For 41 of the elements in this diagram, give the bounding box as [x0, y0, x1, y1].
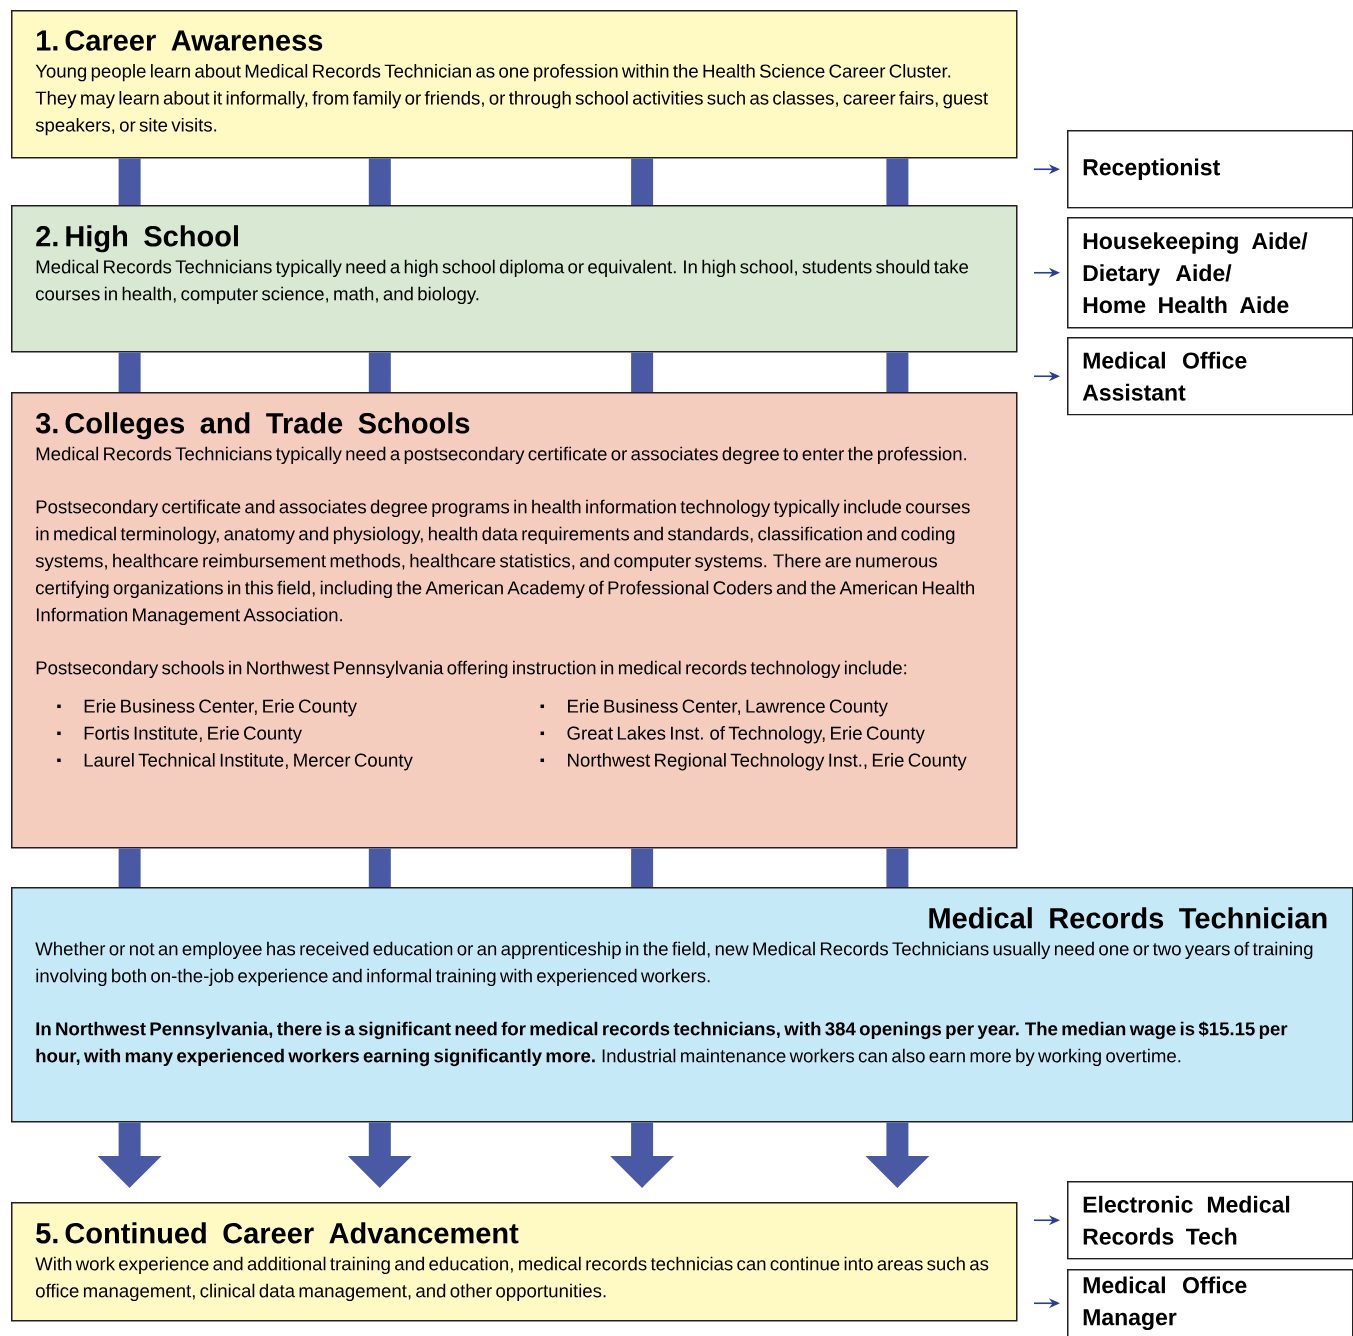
connector-bar [118, 158, 141, 205]
list-item: Erie Business Center, Lawrence County [540, 699, 888, 717]
connector-bar [368, 848, 391, 887]
stage-heading: 2. High School [36, 225, 238, 253]
connector-bar [886, 848, 909, 887]
connector-bar [118, 848, 141, 887]
connector-bar [368, 158, 391, 205]
stage-box [11, 887, 1353, 1123]
paragraph: Postsecondary certificate and associates degree programs in health information technology typically include courses in medical terminology, anatomy and physiology, health data requirements and standards, classification and coding systems, healthcare reimbursement methods, healthcare statistics, and computer systems. There are numerous certifying organizations in this field, including the American Academy of Professional Coders and the American Health Information Management Association. [35, 499, 974, 626]
stage-box [11, 1202, 1018, 1322]
paragraph: Postsecondary schools in Northwest Pennsylvania offering instruction in medical records technology include: [36, 660, 907, 679]
connector-bar [631, 848, 654, 887]
paragraph: With work experience and additional training and education, medical records technicias can continue into areas such as office management, clinical data management, and other opportunities. [35, 1256, 989, 1302]
paragraph: Whether or not an employee has received education or an apprenticeship in the field, new Medical Records Technicians usually need one or two years of training involving both on-the-job experience and informal training with experienced workers. [35, 941, 1313, 987]
role-box: Medical Office Manager [1067, 1269, 1353, 1336]
connector-bar [118, 352, 141, 392]
list-item: Great Lakes Inst. of Technology, Erie County [540, 726, 925, 744]
connector-bar [886, 158, 909, 205]
stage-heading: 5. Continued Career Advancement [36, 1222, 519, 1244]
role-box: Housekeeping Aide/ Dietary Aide/ Home Health Aide [1067, 217, 1353, 329]
stage-box [11, 10, 1018, 159]
stage-heading: 1. Career Awareness [37, 30, 323, 51]
role-box: Receptionist [1067, 130, 1353, 209]
paragraph: Medical Records Technicians typically need a high school diploma or equivalent. In high school, students should take courses in health, computer science, math, and biology. [36, 259, 969, 305]
stage-heading: 3. Colleges and Trade Schools [35, 412, 470, 440]
list-item: Erie Business Center, Erie County [57, 699, 357, 717]
connector-bar [631, 352, 654, 392]
connector-bar [631, 158, 654, 205]
paragraph: Young people learn about Medical Records Technician as one profession within the Health Science Career Cluster. They may learn about it informally, from family or friends, or through school activities such as classes, career fairs, guest speakers, or site visits. [35, 64, 988, 136]
list-item: Northwest Regional Technology Inst., Erie County [540, 753, 967, 771]
stage-box [11, 392, 1018, 849]
stage-heading: Medical Records Technician [929, 907, 1327, 929]
connector-bar [368, 352, 391, 392]
role-box: Medical Office Assistant [1067, 337, 1353, 416]
stage-box [11, 205, 1018, 353]
role-box: Electronic Medical Records Tech [1067, 1181, 1353, 1260]
list-item: Fortis Institute, Erie County [57, 726, 302, 744]
paragraph: In Northwest Pennsylvania, there is a significant need for medical records technicians, with 384 openings per year. The median wage is $15.15 per hour, with many experienced workers earning significantly more. Industrial maintenance workers can also earn more by working overtime. [36, 1021, 1288, 1067]
list-item: Laurel Technical Institute, Mercer County [57, 753, 413, 771]
connector-bar [886, 352, 909, 392]
paragraph: Medical Records Technicians typically need a postsecondary certificate or associates degree to enter the profession. [36, 446, 967, 465]
